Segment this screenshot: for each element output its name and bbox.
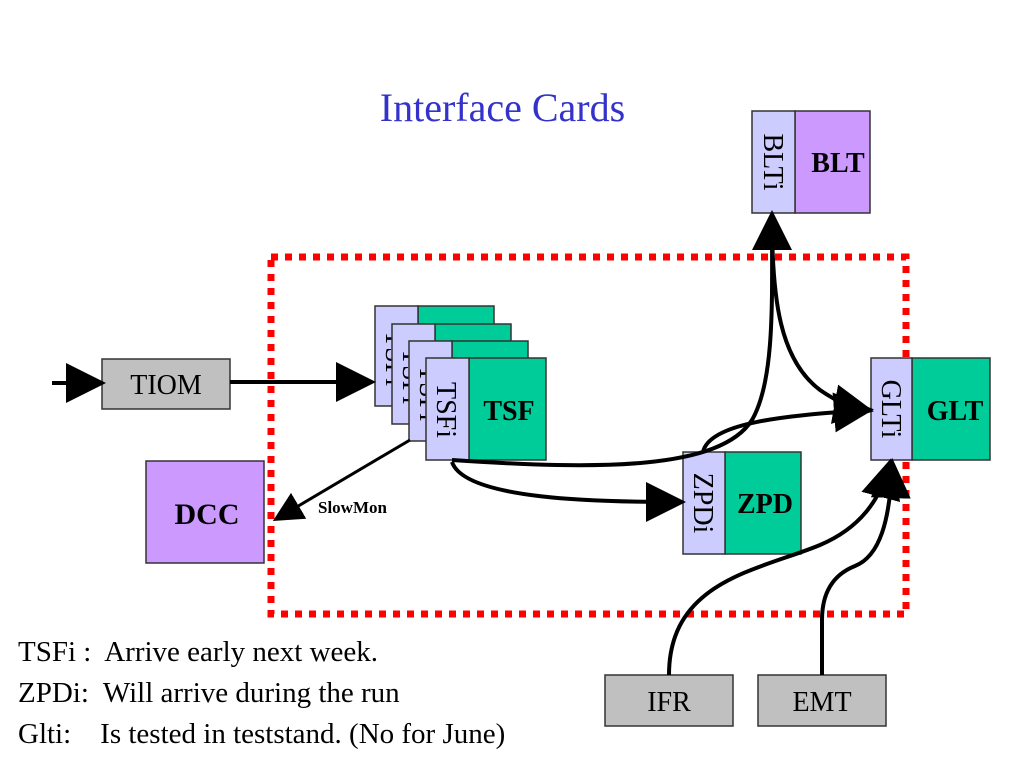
arrow-ifr-to-glti: [667, 458, 901, 676]
glt-card: GLT GLTi: [870, 357, 991, 461]
tsf-stack: TSFi TSFi TSFi TSF TSFi: [374, 305, 547, 461]
ifr-box: IFR: [604, 674, 734, 727]
note-text: Will arrive during the run: [88, 677, 400, 709]
dcc-box: DCC: [145, 460, 265, 564]
arrow-emt-to-glti: [820, 458, 911, 675]
arrow-tsfi-to-blti: [451, 210, 793, 468]
note-key: ZPDi:: [18, 677, 89, 709]
note-row: ZPDi: Will arrive during the run: [18, 673, 505, 714]
arrow-zpd-to-glti: [701, 392, 874, 453]
tiom-label: TIOM: [130, 370, 202, 401]
slowmon-label: SlowMon: [318, 498, 388, 517]
page-title: Interface Cards: [379, 85, 626, 130]
note-key: Glti:: [18, 718, 72, 750]
zpdi-label: ZPDi: [687, 473, 718, 534]
dcc-label: DCC: [175, 498, 240, 531]
zpd-card: ZPD ZPDi: [682, 451, 802, 555]
arrow-tsfi-to-zpdi: [450, 461, 686, 522]
tsf-card-front: TSF TSFi: [425, 357, 547, 461]
note-row: TSFi : Arrive early next week.: [18, 632, 505, 673]
arrow-blt-to-glti: [770, 217, 874, 424]
blt-label: BLT: [811, 148, 865, 179]
notes-block: TSFi : Arrive early next week. ZPDi: Wil…: [18, 632, 505, 755]
note-text: Arrive early next week.: [98, 636, 379, 668]
glt-label: GLT: [927, 396, 984, 427]
note-row: Glti: Is tested in teststand. (No for Ju…: [18, 714, 505, 755]
emt-label: EMT: [792, 687, 851, 718]
tsf-label: TSF: [483, 396, 534, 427]
arrow-tsfi-to-dcc: [272, 438, 411, 522]
tsfi-label: TSFi: [430, 382, 461, 438]
glti-label: GLTi: [875, 380, 906, 439]
blti-label: BLTi: [757, 133, 788, 190]
ifr-label: IFR: [647, 687, 691, 718]
dotted-region: [267, 253, 910, 618]
note-text: Is tested in teststand. (No for June): [71, 718, 506, 750]
zpd-label: ZPD: [737, 489, 793, 520]
tiom-box: TIOM: [101, 358, 231, 410]
blt-card: BLT BLTi: [751, 110, 871, 214]
emt-box: EMT: [757, 674, 887, 727]
note-key: TSFi :: [18, 636, 99, 668]
